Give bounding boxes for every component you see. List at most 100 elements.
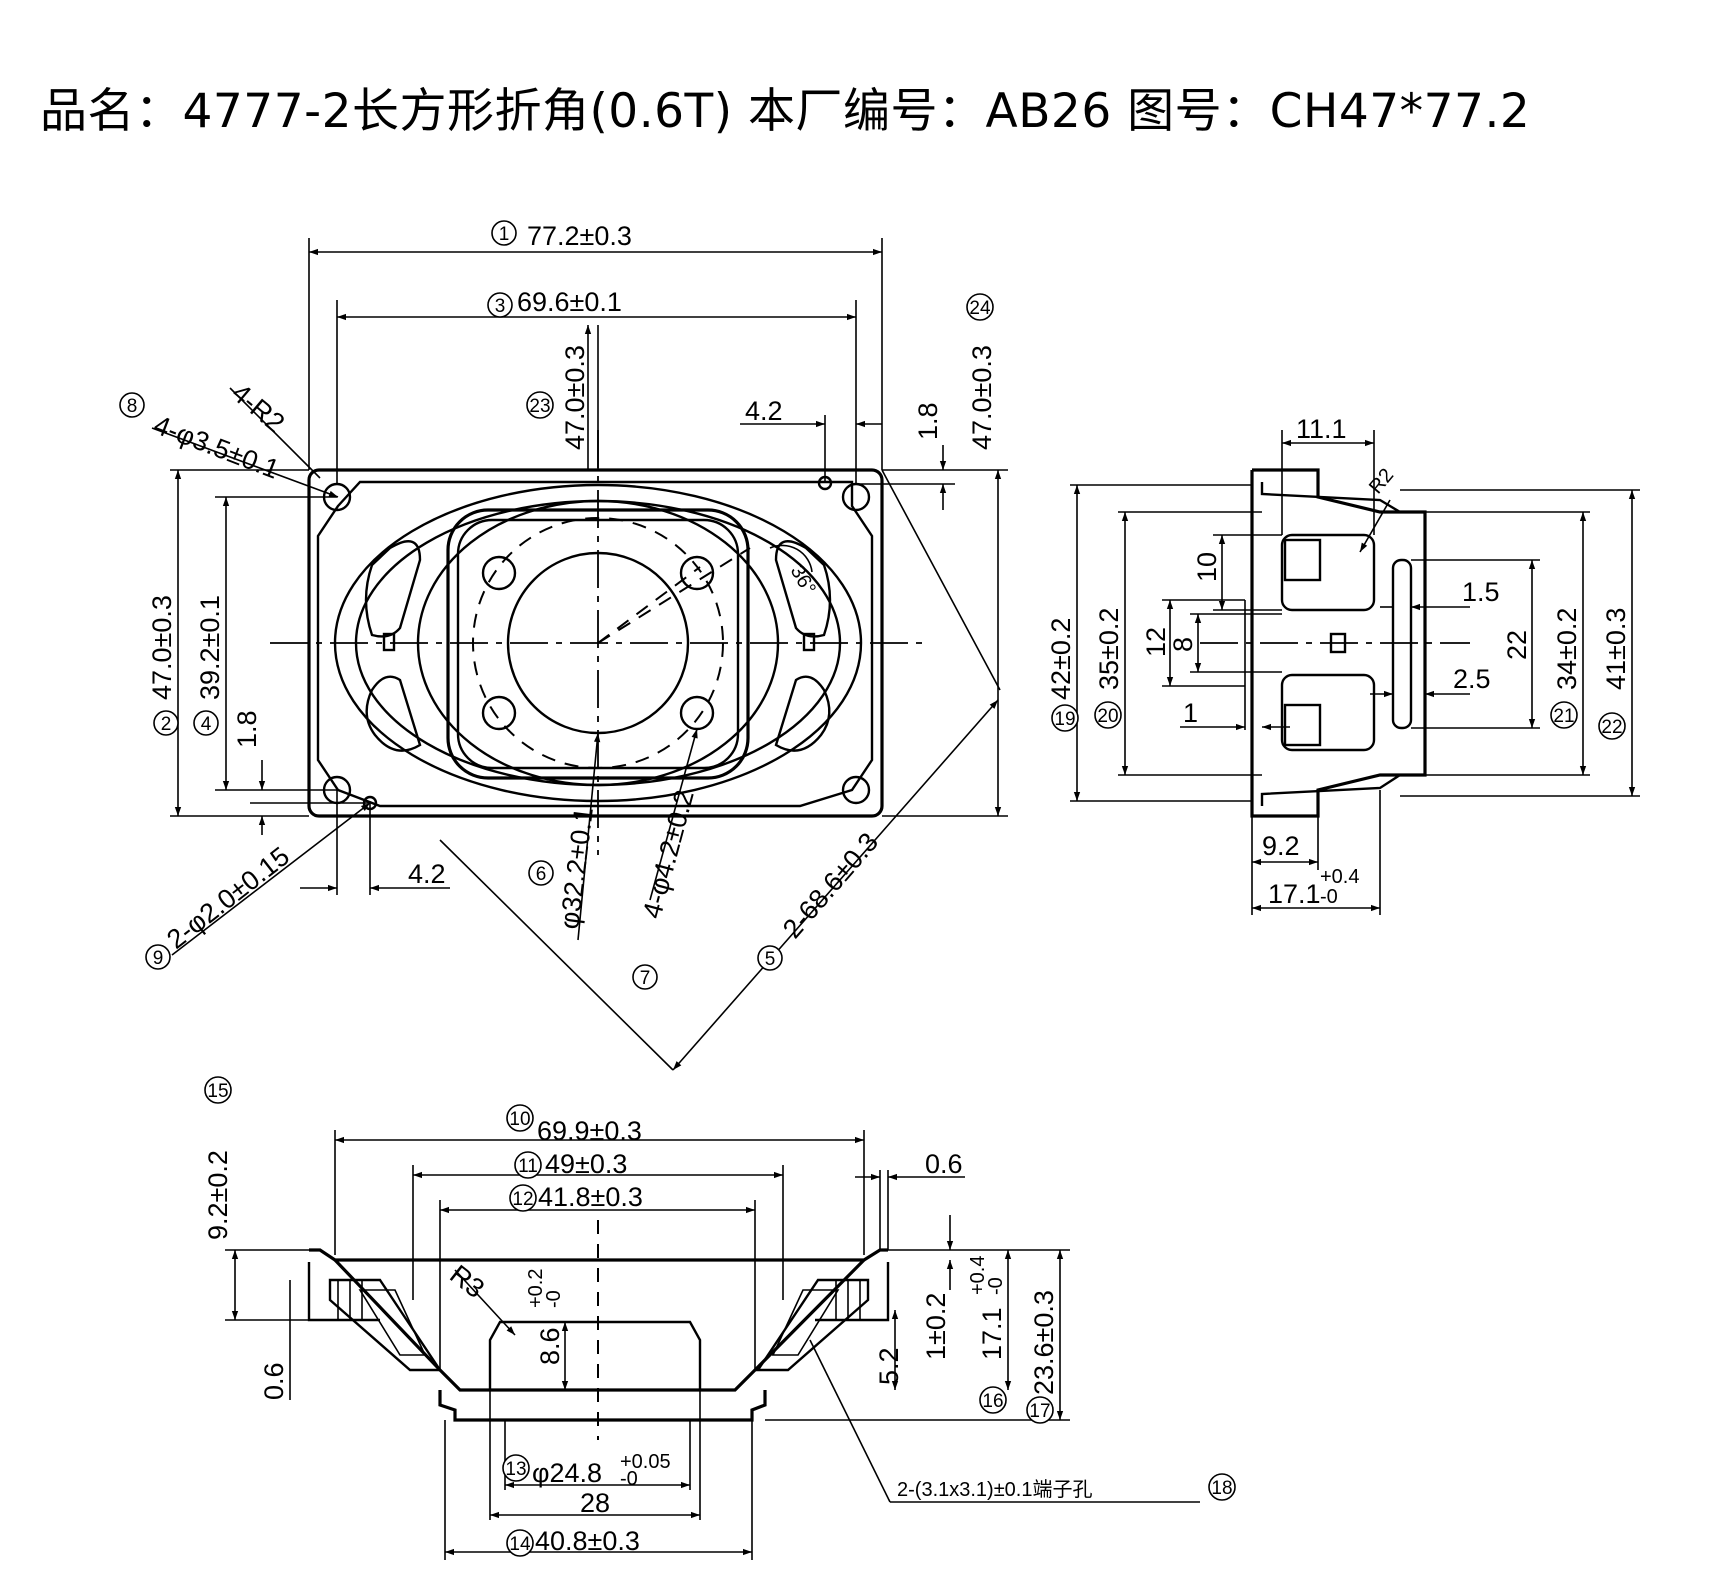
dim-12: 12 (1141, 627, 1171, 657)
svg-text:13: 13 (505, 1459, 526, 1480)
svg-text:7: 7 (640, 968, 651, 989)
mount-hole (841, 482, 871, 512)
svg-text:4: 4 (201, 714, 212, 735)
dim-11-1: 11.1 (1296, 414, 1347, 444)
balloon-3: 3 (487, 292, 513, 318)
balloon-11: 11 (514, 1151, 542, 1179)
dim-4-2-top: 4.2 (745, 396, 783, 426)
dim-2-5: 2.5 (1453, 664, 1491, 694)
svg-text:14: 14 (509, 1534, 531, 1555)
svg-text:17: 17 (1029, 1401, 1050, 1422)
dim-r2-side: R2 (1365, 464, 1398, 498)
balloon-9: 9 (145, 944, 171, 970)
dim-1-tol: 1±0.2 (921, 1293, 951, 1360)
tol-17-1-up: +0.4 (967, 1256, 989, 1295)
svg-text:22: 22 (1601, 717, 1622, 738)
dim-28: 28 (580, 1488, 610, 1518)
svg-text:1: 1 (499, 224, 510, 245)
dim-corner-radius: 4-R2 (226, 378, 290, 439)
dim-35: 35±0.2 (1094, 608, 1124, 690)
dim-0-6-bottom: 0.6 (259, 1362, 289, 1400)
dim-5-2: 5.2 (874, 1347, 904, 1385)
svg-text:11: 11 (518, 1156, 538, 1177)
side-view: 11.1 R2 42±0.2 35±0.2 10 12 8 1 1.5 2.5 … (1046, 414, 1640, 915)
balloon-10: 10 (506, 1104, 534, 1132)
balloon-16: 16 (979, 1386, 1007, 1414)
drawing-title: 品名：4777-2长方形折角(0.6T) 本厂编号：AB26 图号：CH47*7… (40, 84, 1531, 139)
svg-text:12: 12 (512, 1189, 533, 1210)
flange-profile (309, 1248, 888, 1262)
basket-window (364, 540, 422, 638)
balloon-5: 5 (757, 945, 783, 971)
balloon-12: 12 (509, 1184, 537, 1212)
bolt-hole (481, 555, 517, 591)
terminal-note: 2-(3.1x3.1)±0.1端子孔 (897, 1478, 1093, 1501)
dim-r3: R3 (444, 1259, 490, 1304)
svg-text:24: 24 (969, 298, 991, 319)
balloon-19: 19 (1051, 704, 1079, 732)
dim-23-6: 23.6±0.3 (1029, 1290, 1059, 1395)
side-window (1280, 673, 1376, 752)
dim-center-dia: φ32.2±0.1 (554, 806, 599, 931)
dim-42: 42±0.2 (1046, 618, 1076, 700)
front-view: 69.9±0.3 49±0.3 41.8±0.3 0.6 9.2±0.2 0.6… (203, 1076, 1236, 1560)
dim-1: 1 (1183, 698, 1198, 728)
tol-lower: -0 (1320, 886, 1338, 908)
bolt-hole (679, 555, 715, 591)
dim-0-6-top: 0.6 (925, 1149, 963, 1179)
dim-69-9: 69.9±0.3 (537, 1116, 642, 1146)
balloon-7: 7 (632, 964, 658, 990)
dim-41: 41±0.3 (1601, 608, 1631, 690)
top-view: 77.2±0.3 69.6±0.1 47.0±0.3 39.2±0.1 1.8 … (119, 220, 1008, 1071)
balloon-20: 20 (1094, 701, 1122, 729)
dim-center-height: 47.0±0.3 (560, 345, 590, 450)
tol-24-8-up: +0.05 (620, 1451, 671, 1473)
radius-line (597, 566, 701, 644)
balloon-6: 6 (528, 860, 554, 886)
dim-8: 8 (1168, 637, 1198, 652)
dim-height-left: 47.0±0.3 (147, 595, 177, 700)
dim-17-1: 17.1 (1268, 879, 1321, 909)
tol-24-8-dn: -0 (620, 1468, 638, 1490)
bottom-plate (438, 1390, 767, 1422)
balloon-13: 13 (502, 1454, 530, 1482)
dim-overall-width: 77.2±0.3 (527, 221, 632, 251)
svg-text:16: 16 (982, 1391, 1003, 1412)
basket-window (774, 540, 832, 638)
svg-text:21: 21 (1553, 706, 1574, 727)
dim-hole-pitch-v: 39.2±0.1 (195, 595, 225, 700)
tab (802, 632, 816, 652)
svg-text:2: 2 (161, 714, 172, 735)
dim-diagonal: 2-68.6±0.3 (777, 827, 884, 944)
dim-41-8: 41.8±0.3 (538, 1182, 643, 1212)
dim-1-5: 1.5 (1462, 577, 1500, 607)
dim-10: 10 (1192, 552, 1222, 582)
basket-window (774, 675, 831, 752)
tol-upper: +0.4 (1320, 866, 1359, 888)
basket-window (365, 675, 422, 752)
dim-24-8: φ24.8 (532, 1458, 602, 1488)
svg-text:23: 23 (529, 396, 550, 417)
dim-40-8: 40.8±0.3 (535, 1526, 640, 1556)
dim-1-8-top: 1.8 (913, 402, 943, 440)
side-slot (1391, 558, 1413, 730)
balloon-24: 24 (966, 293, 994, 321)
svg-text:6: 6 (536, 864, 547, 885)
svg-text:20: 20 (1097, 706, 1118, 727)
balloon-18: 18 (1208, 1473, 1236, 1501)
radius-line (597, 547, 751, 644)
balloon-21: 21 (1550, 701, 1578, 729)
balloon-1: 1 (491, 220, 517, 246)
tab (382, 632, 396, 652)
dim-4-2-bottom: 4.2 (408, 859, 446, 889)
svg-text:9: 9 (153, 948, 164, 969)
svg-text:3: 3 (495, 296, 506, 317)
side-window (1280, 533, 1376, 612)
balloon-23: 23 (526, 391, 554, 419)
tol-8-6-up: +0.2 (525, 1269, 547, 1308)
bolt-hole (481, 695, 517, 731)
balloon-8: 8 (119, 392, 145, 418)
dim-9-2-front: 9.2±0.2 (203, 1150, 233, 1240)
balloon-22: 22 (1598, 712, 1626, 740)
